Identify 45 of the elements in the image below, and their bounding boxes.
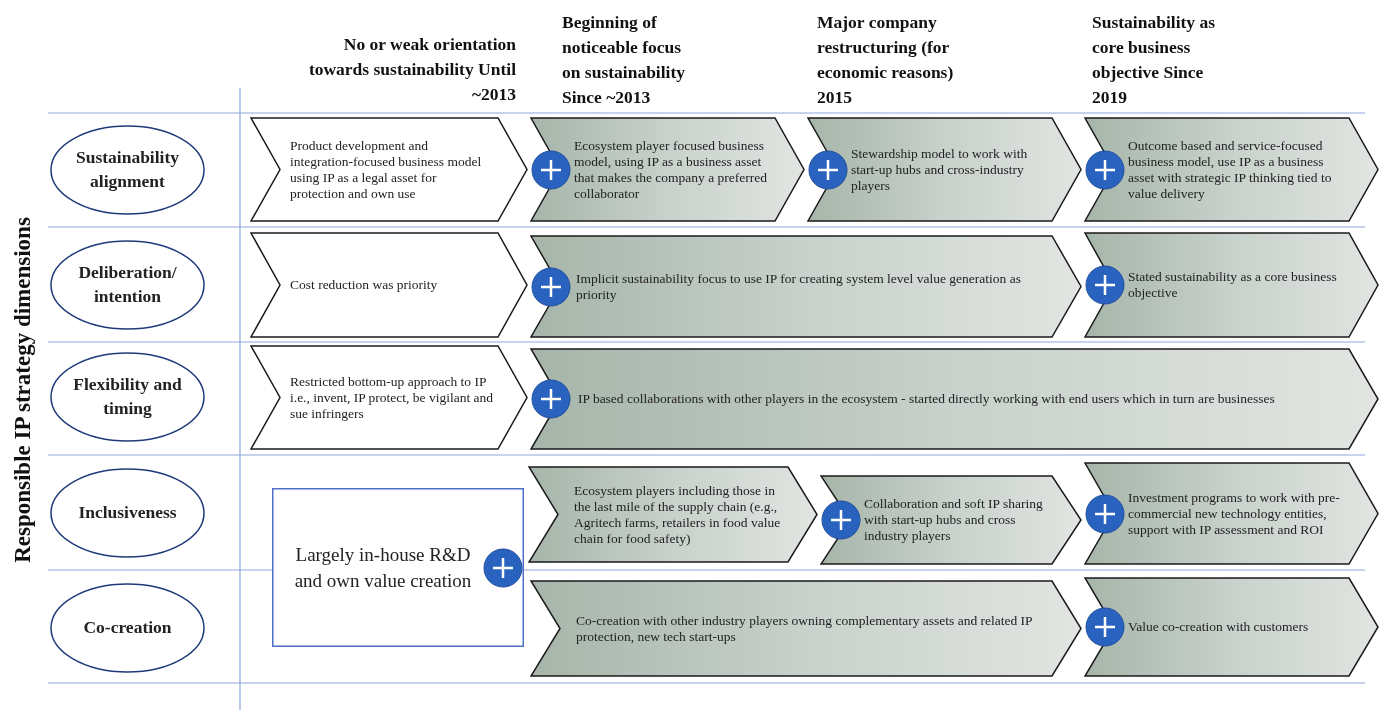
dimension-label: Co-creation (82, 616, 173, 640)
dimension-ellipse (50, 352, 205, 442)
dimension-ellipse (50, 468, 205, 558)
description-text: Cost reduction was priority (290, 276, 439, 294)
phase-block (250, 117, 528, 222)
phase-block (250, 232, 528, 338)
phase-block (1084, 232, 1379, 338)
description-text: Value co-creation with customers (1128, 618, 1310, 636)
column-header: Sustainability as core business objective Since 2019 (1092, 11, 1217, 109)
phase-block (820, 475, 1082, 565)
axis-title: Responsible IP strategy dimensions (9, 217, 35, 563)
description-text: Product development and integration-focused business model using IP as a legal asset for protection and own use (290, 136, 483, 203)
description-text: IP based collaborations with other players in the ecosystem - started directly working with end users which in turn are businesses (578, 390, 1276, 408)
column-header: No or weak orientation towards sustainability Until ~2013 (307, 33, 516, 106)
dimension-ellipse (50, 583, 205, 673)
phase-block (530, 580, 1082, 677)
description-text: Co-creation with other industry players owning complementary assets and related IP protection, new tech start-ups (576, 611, 1034, 646)
description-text: Stated sustainability as a core business objective (1128, 268, 1338, 302)
dimension-label: Deliberation/ intention (77, 261, 178, 308)
phase-block (530, 235, 1082, 338)
phase-block (807, 117, 1082, 222)
column-header: Major company restructuring (for economic reasons) 2015 (817, 11, 955, 109)
description-text: Ecosystem players including those in the last mile of the supply chain (e.g., Agritech farms, retailers in food value chain for food safety) (574, 481, 782, 548)
description-text: Implicit sustainability focus to use IP for creating system level value generation as priority (576, 269, 1022, 304)
description-text: Largely in-house R&D and own value creation (293, 542, 473, 593)
phase-block (530, 117, 805, 222)
column-header: Beginning of noticeable focus on sustainability Since ~2013 (562, 11, 687, 109)
phase-block (528, 466, 818, 563)
phase-block (1084, 577, 1379, 677)
description-text: Ecosystem player focused business model, using IP as a business asset that makes the company a preferred collaborator (574, 136, 769, 203)
dimension-label: Flexibility and timing (72, 373, 183, 420)
description-text: Stewardship model to work with start-up hubs and cross-industry players (851, 144, 1029, 195)
dimension-label: Inclusiveness (77, 501, 178, 525)
description-text: Outcome based and service-focused business model, use IP as a business asset with strategic IP thinking tied to value delivery (1128, 136, 1333, 203)
phase-block (1084, 462, 1379, 565)
dimension-ellipse (50, 125, 205, 215)
dimension-label: Sustainability alignment (74, 146, 181, 193)
text-box (272, 488, 524, 647)
description-text: Investment programs to work with pre-commercial new technology entities, support with IP assessment and ROI (1128, 488, 1341, 539)
phase-block (250, 345, 528, 450)
phase-block (530, 348, 1379, 450)
phase-block (1084, 117, 1379, 222)
description-text: Restricted bottom-up approach to IP i.e., invent, IP protect, be vigilant and sue infringers (290, 372, 494, 423)
description-text: Collaboration and soft IP sharing with start-up hubs and cross industry players (864, 495, 1044, 545)
dimension-ellipse (50, 240, 205, 330)
